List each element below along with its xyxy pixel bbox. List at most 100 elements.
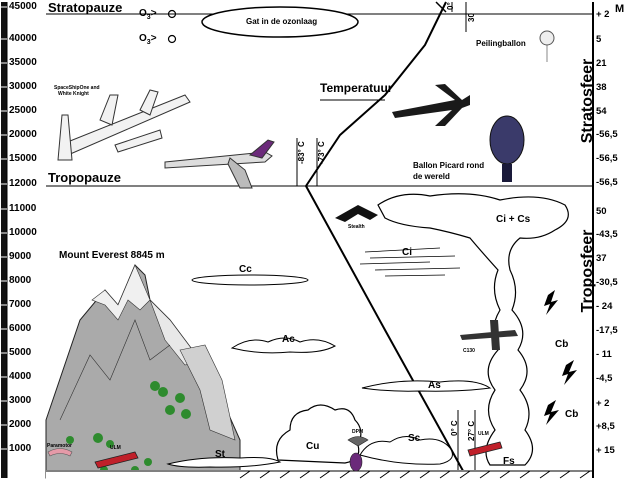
altitude-tick-label: 12000 [9,178,37,189]
altitude-tick-label: 5000 [9,347,32,358]
temperature-tick-label: -30,5 [596,277,618,288]
airliner [164,139,275,189]
temperature-tick-label: 21 [596,58,607,69]
ozone-o3-sub-b: 3 [146,39,151,46]
picard-balloon-label-1: Ballon Picard rond [413,161,485,170]
temperature-tick-label: 50 [596,206,607,217]
temperature-tick-label: - 24 [596,301,613,312]
altitude-tick-label: 11000 [9,203,37,214]
breitling-balloon [489,115,525,182]
temp-minus83-label: -83° C [297,141,306,164]
altitude-tick-label: 3000 [9,395,32,406]
temp-27c-label: 27° C [467,420,476,441]
weather-balloon-label: Peilingballon [476,39,526,48]
temperature-tick-label: + 2 [596,398,610,409]
everest-label: Mount Everest 8845 m [59,250,165,261]
weather-balloon [539,30,555,62]
temperature-tick-label: + 15 [596,445,615,456]
cloud-as-label: As [428,380,441,391]
picard-balloon-label-2: de wereld [413,172,450,181]
temperature-tick-label: -4,5 [596,373,613,384]
temp-0-top-label: 0° [446,2,455,10]
stratocumulus-cloud [359,436,453,465]
cloud-cb2-label: Cb [565,409,579,420]
altocumulus-cloud [230,337,337,354]
ulm-right-label: ULM [478,431,489,437]
ozone-formula-top: O3> [139,8,157,22]
troposphere-label: Troposfeer [579,229,596,313]
right-header: M [615,3,625,15]
cirrocumulus-cloud [191,274,309,286]
ozone-o3-sub: 3 [146,14,151,21]
ozone-formula-bottom: O3> [139,33,157,47]
ozone-hole-shape [201,6,359,38]
dpm-canopy [347,436,369,447]
cloud-cc-label: Cc [239,264,252,275]
altitude-tick-label: 2000 [9,419,32,430]
ozone-o-symbol [167,9,177,19]
altitude-tick-label: 8000 [9,275,32,286]
ulm-left-label: ULM [110,445,121,451]
ozone-gt: > [150,8,157,19]
altitude-tick-label: 4000 [9,371,32,382]
cloud-sc-label: Sc [408,433,421,444]
altitude-tick-label: 45000 [9,1,37,12]
altitude-tick-label: 20000 [9,129,37,140]
paramotor-canopy [47,448,73,457]
cirrus-clouds [359,247,461,277]
fighter-jet [392,84,470,126]
temperature-tick-label: - 11 [596,349,612,360]
c130-plane [460,320,518,350]
ozone-o-symbol-2 [167,34,177,44]
ozone-o3-b: O [139,33,147,44]
altitude-tick-label: 1000 [9,443,32,454]
ozone-hole-label: Gat in de ozonlaag [246,17,318,26]
mount-everest-illustration [45,264,241,479]
temperature-tick-label: + 2 [596,9,610,20]
altitude-tick-label: 40000 [9,33,37,44]
temperature-curve-top [435,1,447,13]
dpm-label: DPM [352,429,364,435]
cloud-cb1-label: Cb [555,339,569,350]
altitude-tick-label: 9000 [9,251,32,262]
cloud-ac-label: Ac [282,334,295,345]
stealth-label: Stealth [348,224,365,230]
stratus-cloud [166,457,282,468]
temp-30-label: 30 [467,13,476,22]
temperature-tick-label: 37 [596,253,607,264]
temp-0c-label: 0° C [450,420,459,436]
altitude-tick-label: 30000 [9,81,37,92]
cloud-st-label: St [215,449,225,460]
temperature-tick-label: +8,5 [596,421,615,432]
temperature-tick-label: -56,5 [596,153,618,164]
c130-label: C130 [463,348,475,354]
altostratus-cloud [361,380,492,392]
altitude-tick-label: 15000 [9,153,37,164]
temperature-tick-label: 5 [596,34,602,45]
temperature-tick-label: 38 [596,82,607,93]
temp-minus73-label: -73° C [317,141,326,164]
spaceship-label-1: SpaceShipOne and [54,85,100,91]
cloud-ci-label: Ci [402,247,412,258]
cumulonimbus-cloud [377,193,569,466]
altitude-tick-label: 35000 [9,57,37,68]
ozone-o3: O [139,8,147,19]
temperature-label: Temperatuur [320,81,393,95]
altitude-tick-label: 6000 [9,323,32,334]
stratopause-label: Stratopauze [48,0,123,15]
cumulus-cloud [275,404,362,464]
tropopause-label: Tropopauze [48,170,121,185]
temperature-tick-label: 54 [596,106,607,117]
temperature-tick-label: -43,5 [596,229,618,240]
stratosphere-label: Stratosfeer [579,58,596,144]
temperature-tick-label: -17,5 [596,325,618,336]
spaceshipone-white-knight [57,89,191,161]
temperature-tick-label: -56,5 [596,177,618,188]
altitude-tick-label: 25000 [9,105,37,116]
paramotor-label: Paramotor [47,443,73,449]
ulm-plane-right [467,441,503,457]
ground-surface [46,470,592,480]
spaceship-label-2: White Knight [58,91,89,97]
stealth-bomber [335,205,378,222]
